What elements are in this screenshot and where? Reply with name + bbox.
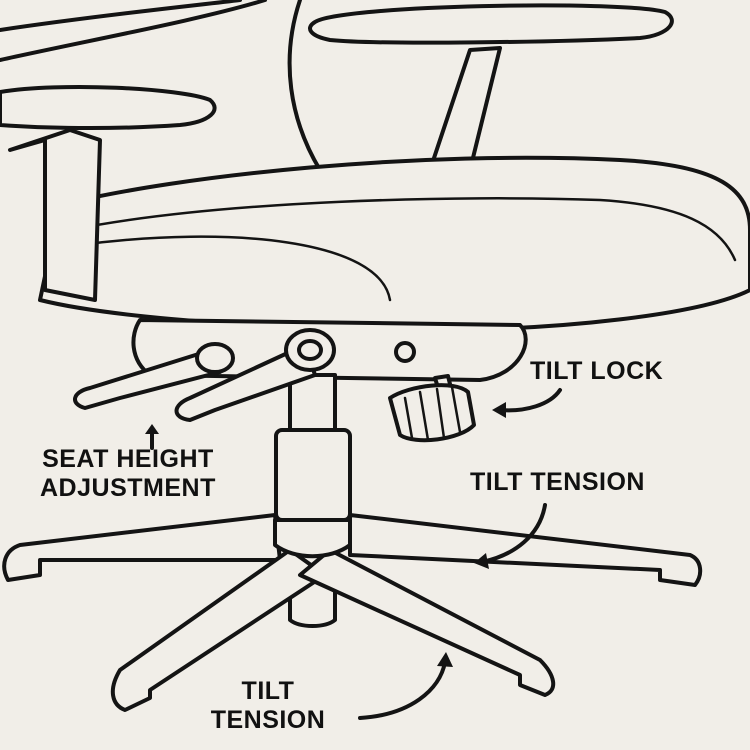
label-line: TENSION <box>210 706 326 734</box>
seat-cushion <box>38 155 750 332</box>
tilt-tension-label-bottom: TILT TENSION <box>188 677 348 735</box>
right-armrest <box>308 3 674 172</box>
label-line: TILT <box>241 677 295 705</box>
label-line: ADJUSTMENT <box>40 474 216 502</box>
annotation-arrows <box>145 388 562 720</box>
chair-base <box>2 513 703 712</box>
left-armrest <box>0 84 217 302</box>
tilt-lock-knob[interactable] <box>388 374 476 443</box>
gas-cylinder <box>288 373 337 437</box>
seat-height-lever[interactable] <box>73 328 336 422</box>
backrest <box>0 0 322 172</box>
tilt-tension-label-right: TILT TENSION <box>470 468 645 496</box>
tilt-lock-label: TILT LOCK <box>530 357 664 385</box>
label-line: SEAT HEIGHT <box>42 445 214 473</box>
seat-height-adjustment-label: SEAT HEIGHT ADJUSTMENT <box>40 445 216 503</box>
